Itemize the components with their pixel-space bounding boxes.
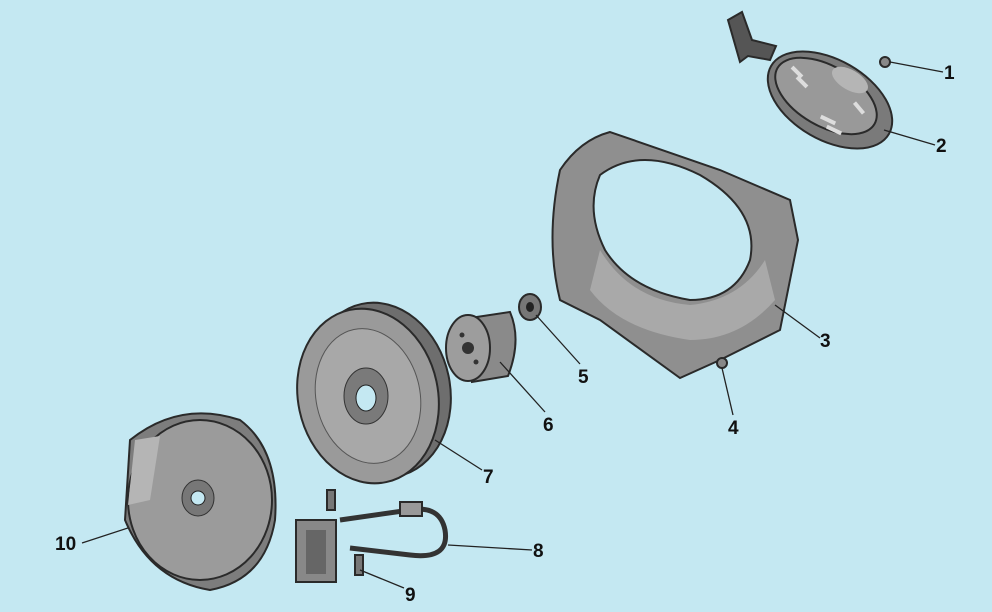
fan-cover-part	[551, 130, 800, 380]
clutch-part	[123, 412, 277, 592]
nut-part	[518, 293, 542, 321]
ignition-coil-part	[295, 501, 449, 583]
callout-4: 4	[728, 418, 739, 439]
callout-5: 5	[578, 367, 589, 388]
callout-7: 7	[483, 467, 494, 488]
callout-3: 3	[820, 331, 831, 352]
leader-lines	[81, 61, 944, 589]
callout-2: 2	[936, 136, 947, 157]
callout-9: 9	[405, 585, 416, 606]
recoil-starter-part	[726, 10, 894, 150]
callout-1: 1	[944, 63, 955, 84]
starter-cup-part	[445, 310, 517, 384]
bolt-part-9	[326, 489, 364, 576]
bolt-part-1	[879, 56, 891, 68]
callout-10: 10	[55, 534, 76, 555]
flywheel-part	[296, 301, 452, 485]
callout-6: 6	[543, 415, 554, 436]
bolt-part-4	[716, 357, 728, 369]
callout-8: 8	[533, 541, 544, 562]
